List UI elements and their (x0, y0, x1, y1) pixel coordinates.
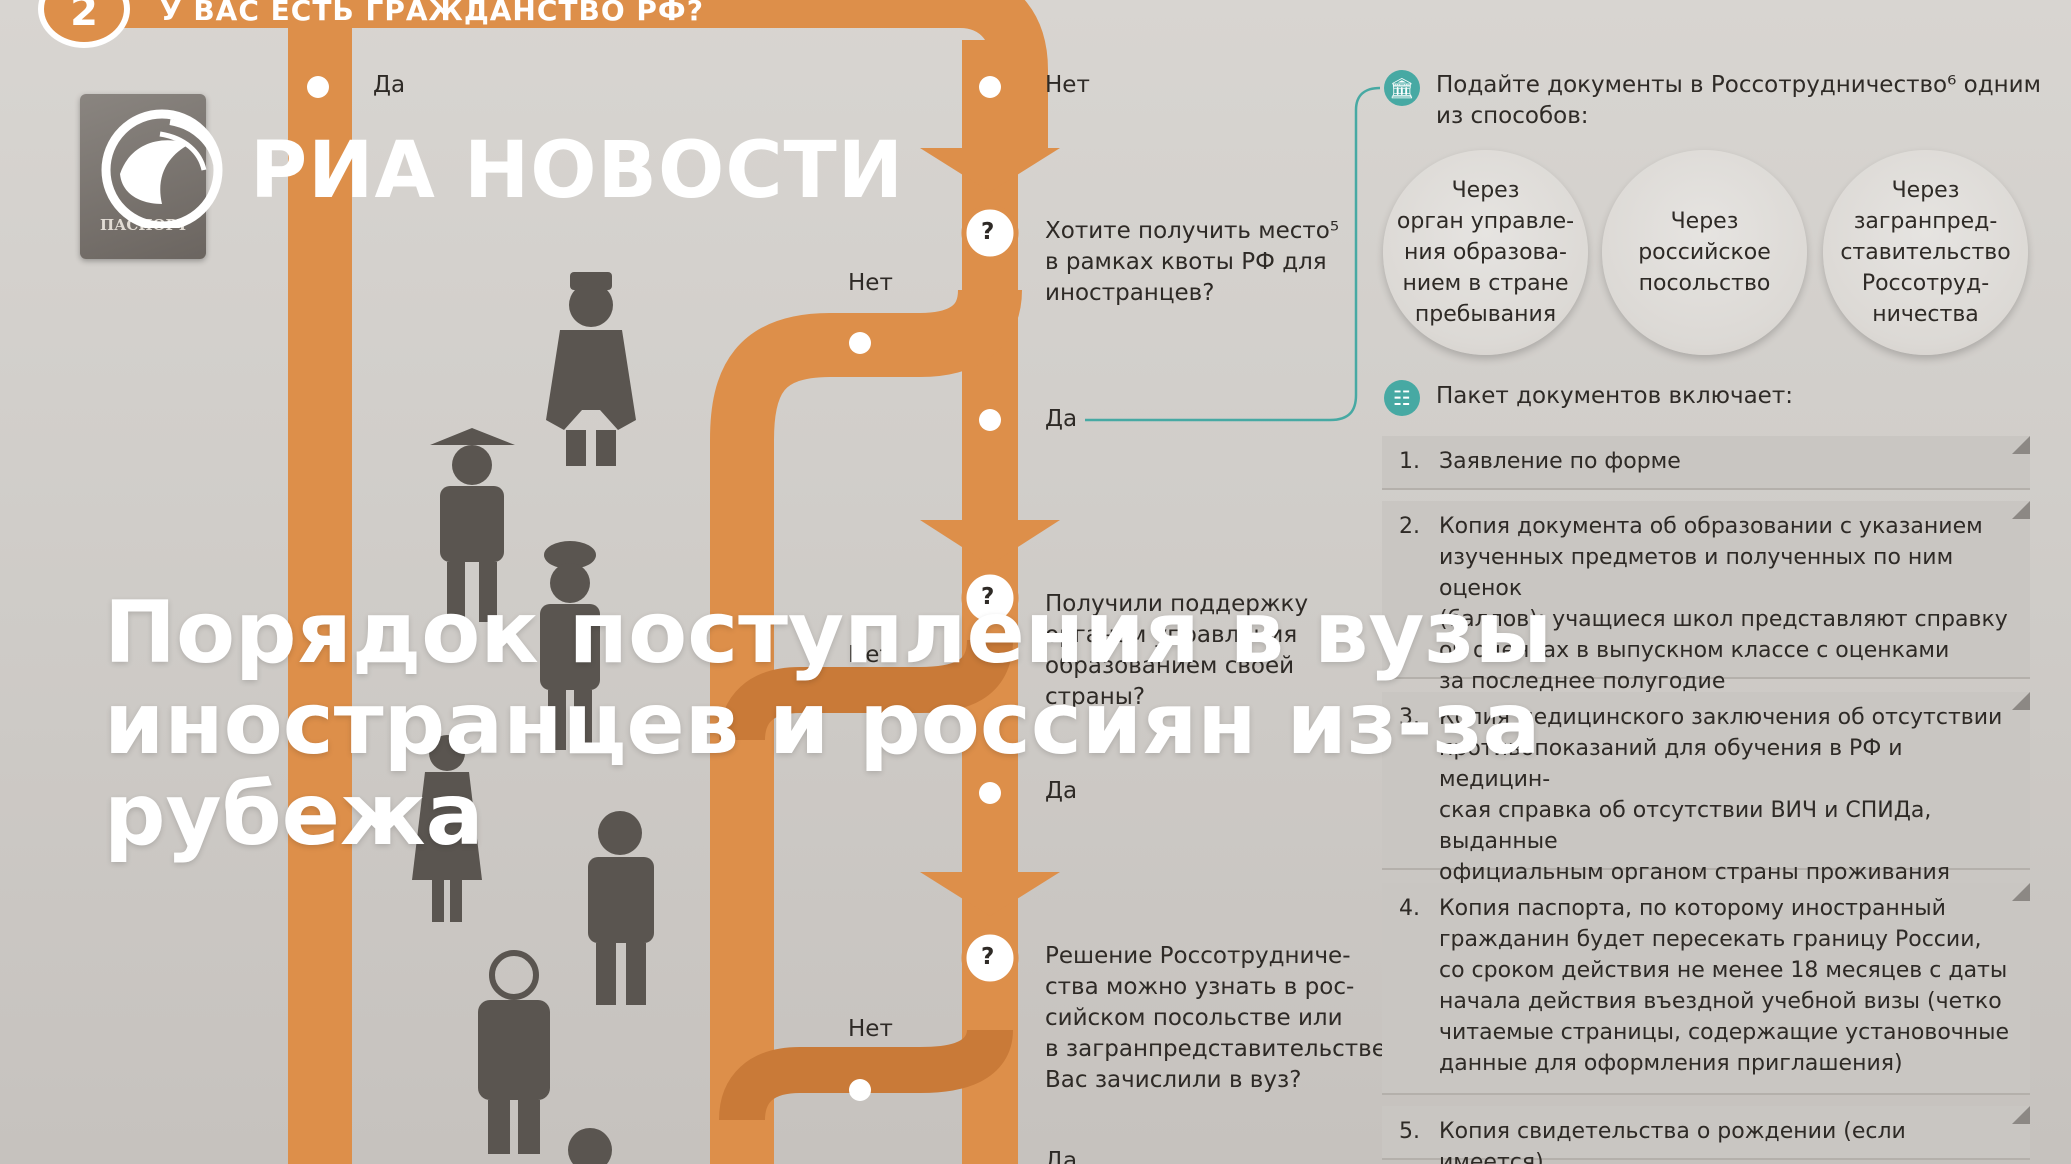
institution-icon: 🏛 (1384, 70, 1420, 106)
label-no-top: Нет (1045, 72, 1090, 98)
figure-partial-head (568, 1128, 612, 1164)
submit-option-education-body: Через орган управле- ния образова- нием … (1383, 150, 1588, 355)
article-headline[interactable]: Порядок поступления в вузы иностранцев и… (104, 583, 1553, 865)
ria-logo-icon (101, 109, 223, 228)
label-no-quota: Нет (848, 270, 893, 296)
figure-turban (540, 541, 600, 750)
label-yes-support: Да (1045, 778, 1078, 804)
submit-option-representation: Через загранпред- ставительство Россотру… (1823, 150, 2028, 355)
arrow-down-1 (920, 148, 1060, 192)
node-dot-no-quota (849, 332, 871, 354)
label-yes-quota: Да (1045, 406, 1078, 432)
package-item: 5. Копия свидетельства о рождении (если … (1382, 1106, 2030, 1164)
question-mark-support: ? (981, 584, 995, 610)
figure-bag (588, 811, 654, 1005)
flow-branch-enrolled (719, 1027, 1013, 1122)
flow-branch-quota (710, 287, 1022, 1164)
question-support: Получили поддержку органом управления об… (1045, 591, 1309, 710)
figure-child (478, 950, 550, 1154)
arrow-down-2 (920, 520, 1060, 565)
label-no-enrolled: Нет (848, 1016, 893, 1042)
brand-name: РИА НОВОСТИ (250, 126, 905, 216)
package-item: 4. Копия паспорта, по которому иностранн… (1382, 883, 2030, 1093)
documents-icon: ☷ (1384, 380, 1420, 416)
package-title: Пакет документов включает: (1436, 383, 1793, 409)
package-item: 1. Заявление по форме (1382, 436, 2030, 488)
flow-band-top (100, 0, 1048, 150)
question-node-support (961, 569, 1019, 627)
arrow-down-3 (920, 872, 1060, 916)
step-question: У ВАС ЕСТЬ ГРАЖДАНСТВО РФ? (160, 0, 704, 27)
question-mark-quota: ? (981, 219, 995, 245)
package-item: 3. Копия медицинского заключения об отсу… (1382, 692, 2030, 916)
question-mark-enrolled: ? (981, 944, 995, 970)
submit-title: Подайте документы в Россотрудничество⁶ о… (1436, 72, 2041, 129)
label-yes-top: Да (373, 72, 406, 98)
label-no-support: Нет (848, 642, 893, 668)
question-enrolled: Решение Россотрудниче- ства можно узнать… (1045, 943, 1394, 1093)
node-dot-no-enrolled (849, 1079, 871, 1101)
node-dot-yes-support (979, 782, 1001, 804)
package-item: 2. Копия документа об образовании с указ… (1382, 501, 2030, 694)
flow-branch-support (719, 638, 1013, 742)
question-node-quota (961, 204, 1019, 262)
node-dot-yes-quota (979, 409, 1001, 431)
submit-option-embassy: Через российское посольство (1602, 150, 1807, 355)
figure-hat (430, 428, 515, 622)
node-dot-yes-top (307, 76, 329, 98)
figure-robed (546, 272, 636, 466)
figure-woman (412, 735, 482, 922)
label-yes-enrolled: Да (1045, 1148, 1078, 1164)
question-quota: Хотите получить место⁵ в рамках квоты РФ… (1045, 218, 1340, 306)
teal-connector (1085, 86, 1381, 422)
question-node-enrolled (961, 929, 1019, 987)
people-figures (412, 272, 654, 1164)
node-dot-no-top (979, 76, 1001, 98)
